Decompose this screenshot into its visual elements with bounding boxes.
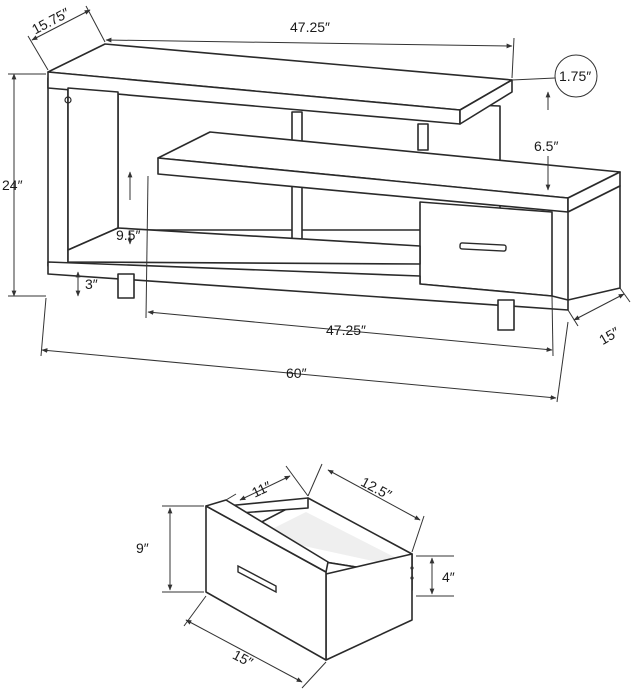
label-overall-depth: 15″ [596,324,622,348]
drawer-detail [205,497,414,661]
right-leg [497,299,515,331]
label-top-shelf-depth: 15.75″ [29,4,72,37]
left-leg [117,273,135,299]
label-shelf-gap: 6.5″ [534,138,558,154]
drawer-interior-shadow [258,512,404,566]
bottom-shelf [67,227,421,265]
left-inner-panel [67,87,119,251]
left-panel [47,77,69,269]
drawer-dimension-lines [162,463,454,689]
label-lower-opening: 9.5″ [116,227,140,243]
label-shelf-thickness: 1.75″ [559,68,591,84]
drawer-handle [459,242,507,252]
top-shelf-side-edge [459,79,513,125]
label-drawer-interior-depth: 12.5″ [358,473,394,502]
shelf-pin-hole [64,96,72,104]
label-overall-height: 24″ [2,177,23,193]
label-drawer-front-width: 15″ [230,646,256,670]
label-drawer-front-height: 9″ [136,540,149,556]
drawer-front-handle [237,564,277,594]
tv-stand [47,43,621,331]
label-overall-width: 60″ [286,365,307,381]
right-divider [417,123,429,151]
label-lower-shelf-width: 47.25″ [326,322,366,338]
label-leg-height: 3″ [85,276,98,292]
label-drawer-side-height: 4″ [442,569,455,585]
label-top-shelf-width: 47.25″ [290,19,330,35]
drawer-front-top-edge [205,499,329,573]
stand-dimension-lines [8,5,631,403]
label-drawer-interior-width: 11″ [249,478,273,501]
